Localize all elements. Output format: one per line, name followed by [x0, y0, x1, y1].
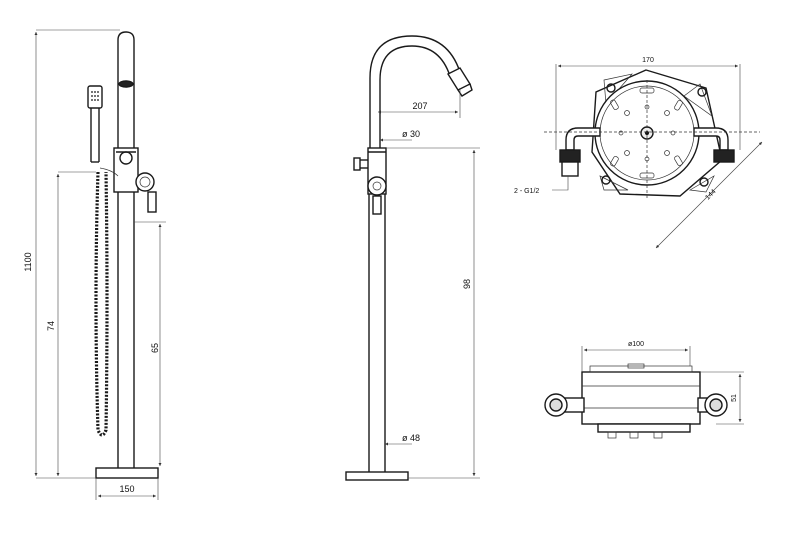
shower-holes: [91, 91, 99, 101]
mounting-plate-plan: 170 144 2 - G1/2: [514, 57, 763, 249]
concealed-body-side: ø100 51: [544, 341, 744, 439]
left-inlet-connector: [559, 149, 581, 163]
plate-width-label: 170: [642, 57, 654, 64]
pipe-diameter-label: ø 30: [402, 129, 420, 139]
inlet-label: 2 - G1/2: [514, 188, 539, 195]
base-diameter-label: ø 48: [402, 433, 420, 443]
shower-hose: [94, 171, 109, 437]
plate-diagonal-label: 144: [704, 188, 717, 201]
spout-reach-label: 207: [412, 101, 427, 111]
total-height-label: 1100: [23, 252, 33, 271]
front-view: 1100 74 65 150: [23, 29, 166, 500]
body-diameter-label: ø100: [628, 341, 644, 348]
base-width-label: 150: [119, 484, 134, 494]
riser-height-label: 98: [462, 279, 472, 289]
body-height-label: 51: [731, 394, 738, 402]
side-view: 207 ø 30 98 ø 48: [345, 35, 480, 481]
right-inlet-connector: [713, 149, 735, 163]
spout-height-label: 65: [150, 343, 160, 353]
hose-height-label: 74: [46, 321, 56, 331]
